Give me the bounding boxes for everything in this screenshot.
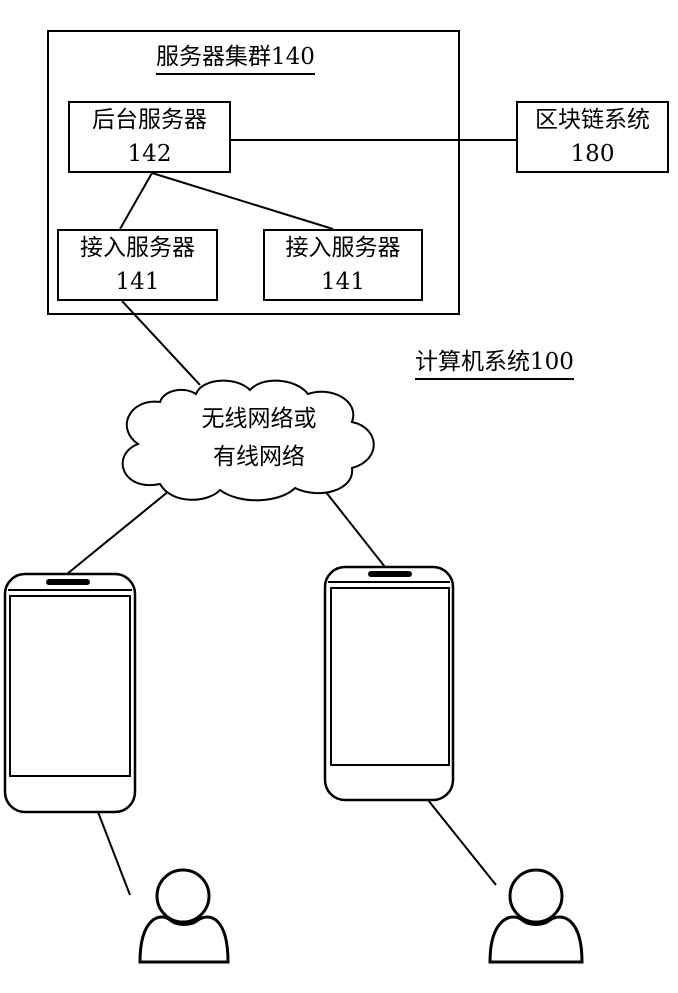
access-server-left-id: 141 [115,269,160,295]
link-access-network [121,300,201,386]
terminal-phone-icon [3,572,137,814]
access-server-right-name: 接入服务器 [285,235,401,261]
network-label: 无线网络或 有线网络 [184,400,334,476]
access-server-left-name: 接入服务器 [80,235,195,261]
link-backend-access-left [119,172,153,230]
link-network-phone-right [317,481,386,568]
link-phone-user-left [97,811,131,896]
network-label-line2: 有线网络 [213,444,305,470]
cluster-title: 服务器集群140 [156,42,315,75]
blockchain-id: 180 [570,141,615,167]
blockchain-name: 区块链系统 [535,107,650,133]
link-backend-access-right [151,172,334,230]
user-icon [138,868,230,964]
network-label-line1: 无线网络或 [201,406,317,432]
blockchain-system-node: 区块链系统 180 [516,101,669,173]
server-cluster-box [47,30,460,315]
terminal-phone-icon [323,565,455,802]
access-server-right-id: 141 [321,269,365,295]
computer-system-label: 计算机系统100 [415,347,574,380]
backend-server-node: 后台服务器 142 [68,101,231,173]
backend-server-id: 142 [127,141,172,167]
backend-server-name: 后台服务器 [92,107,207,133]
user-icon [488,868,584,964]
link-network-phone-left [66,481,181,575]
access-server-left-node: 接入服务器 141 [57,229,218,301]
network-cloud-icon [121,379,375,502]
access-server-right-node: 接入服务器 141 [263,229,423,301]
link-phone-user-right [427,799,497,886]
